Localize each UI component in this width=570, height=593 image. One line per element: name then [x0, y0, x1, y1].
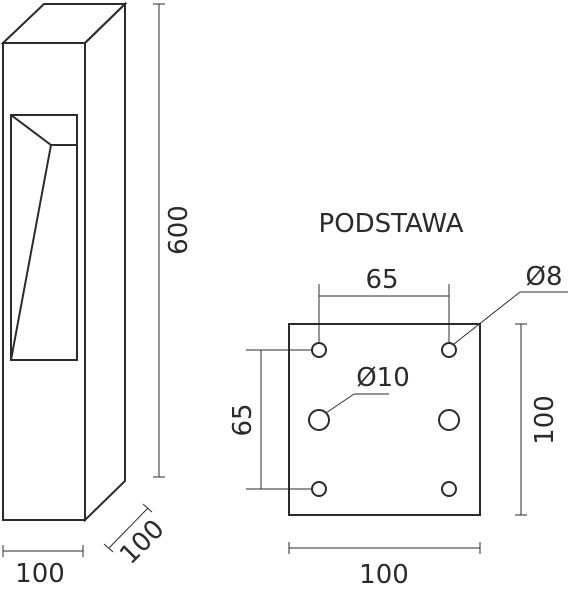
width-label: 100 — [15, 559, 65, 589]
depth-label: 100 — [114, 514, 170, 570]
base-plate — [288, 323, 481, 516]
small-hole-callout: Ø8 — [453, 262, 568, 345]
hole-spacing-y-label: 65 — [228, 403, 258, 436]
large-hole-middle-left — [308, 409, 330, 431]
small-hole-bottom-right — [441, 481, 457, 497]
large-hole-callout: Ø10 — [325, 363, 410, 414]
height-dimension: 600 — [153, 3, 194, 478]
base-width-dimension: 100 — [288, 542, 481, 590]
base-width-label: 100 — [359, 560, 409, 590]
bollard-top-face — [0, 3, 128, 44]
base-title: PODSTAWA — [319, 209, 464, 239]
lamp-window — [10, 114, 78, 361]
base-plate-view — [288, 323, 481, 516]
depth-dimension: 100 — [103, 503, 171, 571]
bollard-view — [0, 1, 128, 523]
small-hole-diameter-label: Ø8 — [525, 262, 562, 292]
base-height-dimension: 100 — [515, 323, 560, 516]
lamp-reflector-edge — [10, 144, 52, 361]
hole-spacing-x-label: 65 — [365, 265, 398, 295]
base-height-label: 100 — [530, 395, 560, 445]
large-hole-middle-right — [438, 409, 460, 431]
small-hole-bottom-left — [311, 481, 327, 497]
small-hole-top-left — [311, 342, 327, 358]
hole-spacing-x-dimension: 65 — [318, 265, 450, 343]
lamp-reflector — [10, 114, 77, 146]
small-hole-top-right — [441, 342, 457, 358]
height-label: 600 — [164, 205, 194, 255]
hole-spacing-y-dimension: 65 — [228, 349, 312, 490]
bollard-side-face — [84, 1, 126, 523]
large-hole-diameter-label: Ø10 — [356, 363, 410, 393]
width-dimension: 100 — [2, 545, 84, 589]
